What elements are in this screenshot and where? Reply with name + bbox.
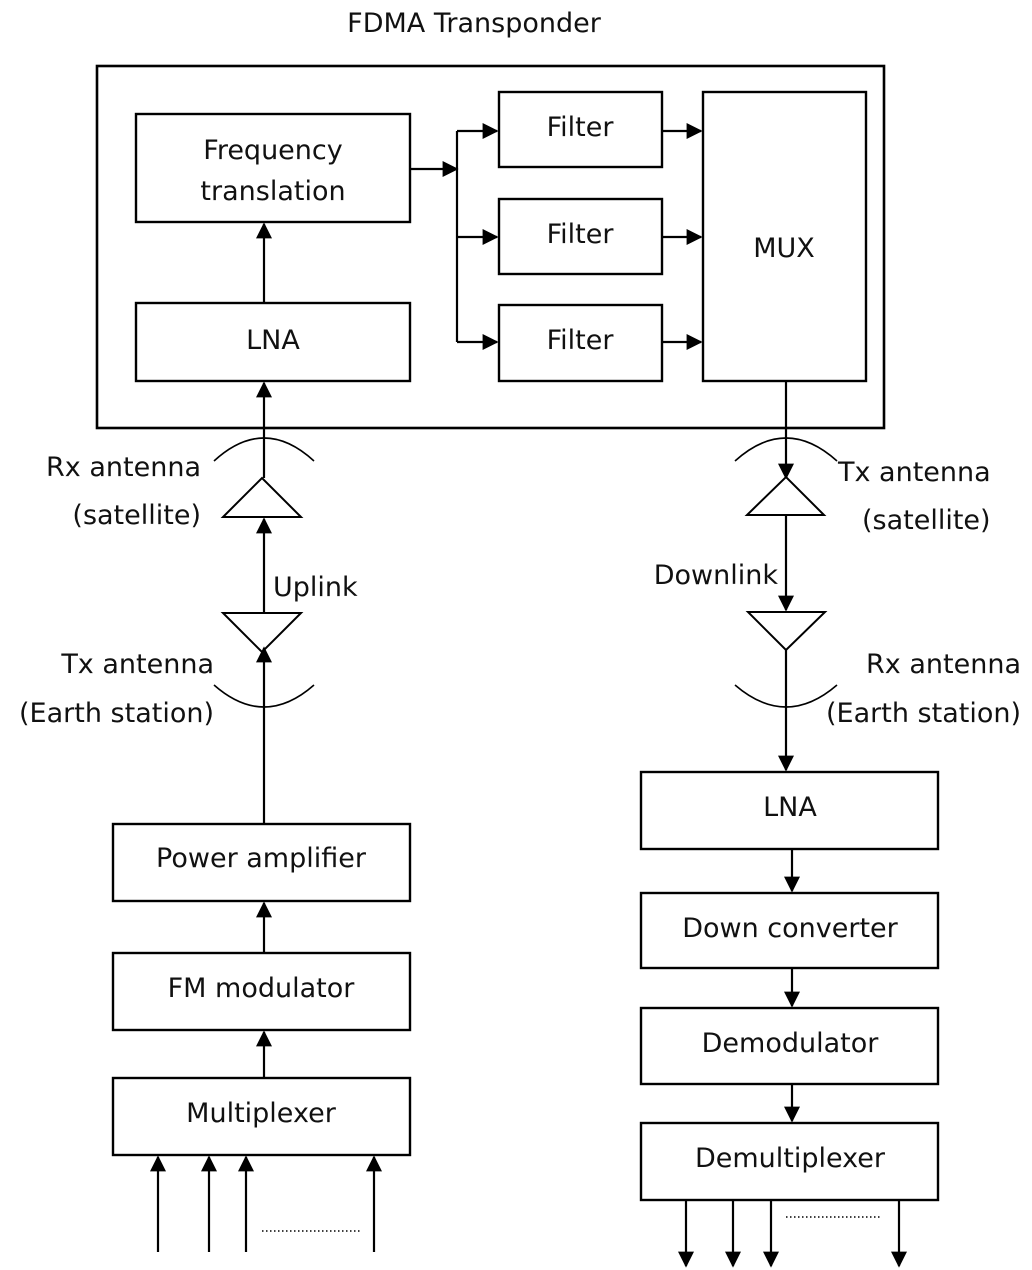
filter-block-3 (497, 303, 664, 383)
tx-antenna-satellite-dish (734, 437, 838, 462)
demodulator-block (639, 1006, 940, 1086)
filter-label-2: Filter (547, 219, 615, 250)
downlink-label: Downlink (654, 560, 779, 591)
rx-antenna-earth-label-2: (Earth station) (826, 698, 1021, 729)
demultiplexer-block (639, 1121, 940, 1202)
transponder-frame (95, 64, 886, 430)
transponder-lna-label: LNA (246, 325, 300, 356)
tx-antenna-earth-icon (220, 612, 304, 654)
mux-label: MUX (753, 233, 815, 264)
diagram-title: FDMA Transponder (347, 8, 602, 39)
uplink-label: Uplink (273, 572, 358, 603)
rx-antenna-earth-label-1: Rx antenna (866, 649, 1021, 680)
tx-antenna-satellite-label-2: (satellite) (862, 505, 991, 536)
multiplexer-label: Multiplexer (186, 1098, 337, 1129)
tx-antenna-satellite-label-1: Tx antenna (837, 457, 991, 488)
fm-modulator-block (111, 951, 412, 1032)
power-amplifier-label: Power amplifier (156, 843, 367, 874)
down-converter-label: Down converter (682, 913, 898, 944)
frequency-translation-block (134, 112, 412, 224)
rx-antenna-satellite-label-2: (satellite) (72, 500, 201, 531)
rx-antenna-earth-icon (745, 611, 828, 652)
rx-antenna-satellite-label-1: Rx antenna (46, 452, 201, 483)
tx-antenna-earth-label-2: (Earth station) (19, 698, 214, 729)
tx-antenna-earth-label-1: Tx antenna (60, 649, 214, 680)
tx-antenna-satellite-icon (744, 475, 827, 516)
demodulator-label: Demodulator (702, 1028, 880, 1059)
ground-lna-block (639, 770, 940, 851)
filter-label-3: Filter (547, 325, 615, 356)
filter-block-2 (497, 197, 664, 276)
down-converter-block (639, 891, 940, 970)
rx-antenna-satellite-icon (220, 476, 304, 518)
multiplexer-block (111, 1076, 412, 1157)
filter-label-1: Filter (547, 112, 615, 143)
mux-block (701, 90, 868, 383)
filter-block-1 (497, 90, 664, 169)
frequency-translation-label-2: translation (200, 176, 345, 207)
ground-lna-label: LNA (763, 792, 817, 823)
transponder-lna-block (134, 301, 412, 383)
fm-modulator-label: FM modulator (168, 973, 356, 1004)
demultiplexer-label: Demultiplexer (695, 1143, 886, 1174)
power-amplifier-block (111, 822, 412, 903)
frequency-translation-label-1: Frequency (203, 135, 343, 166)
